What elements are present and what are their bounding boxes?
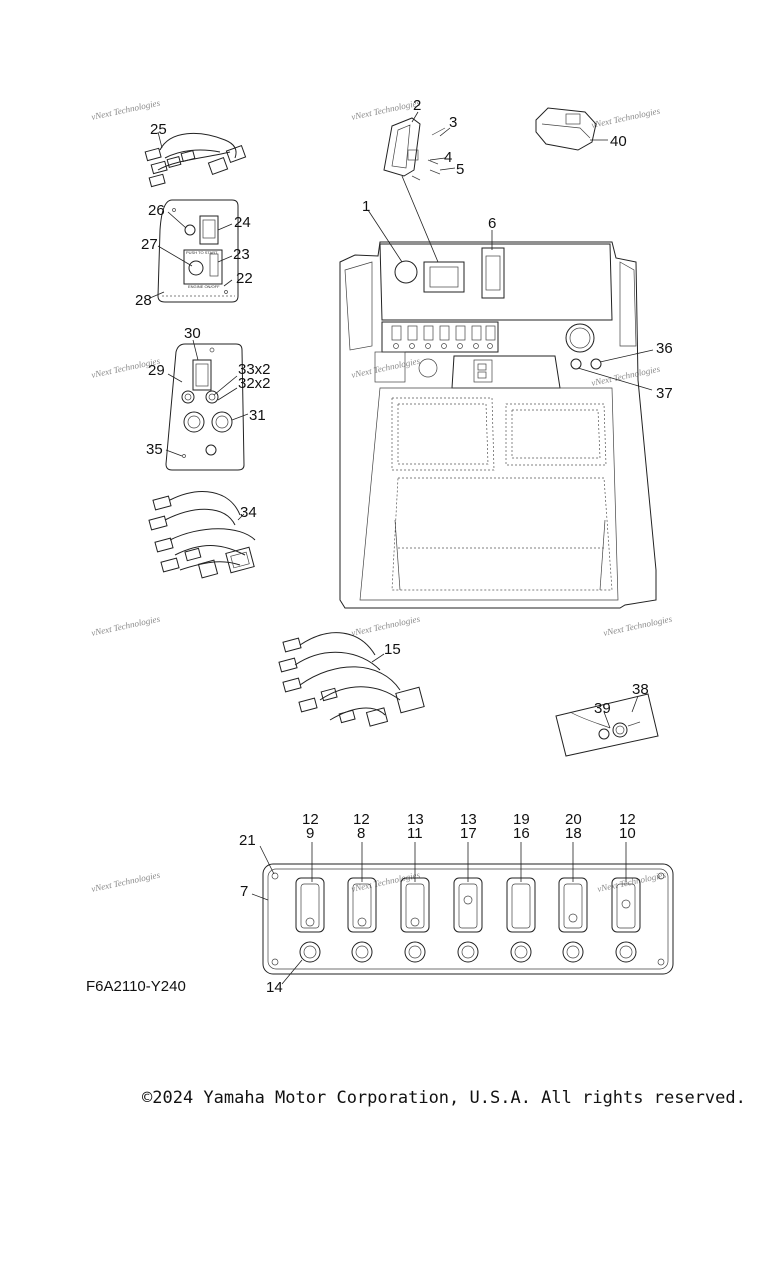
left-switch-panel-drawing: PUSH TO START ENGINE ON/OFF	[157, 199, 239, 303]
callout-5: 5	[456, 161, 464, 178]
callout-38: 38	[632, 681, 649, 698]
callout-13-a: 13	[407, 811, 424, 828]
callout-6: 6	[488, 215, 496, 232]
copyright-notice: ©2024 Yamaha Motor Corporation, U.S.A. A…	[142, 1088, 746, 1108]
harness-34-drawing	[148, 491, 256, 579]
callout-21: 21	[239, 832, 256, 849]
harness-15-drawing	[278, 632, 425, 727]
callout-12-c: 12	[619, 811, 636, 828]
callout-32x2: 32x2	[238, 375, 271, 392]
callout-9: 9	[306, 825, 314, 842]
callout-25: 25	[150, 121, 167, 138]
callout-28: 28	[135, 292, 152, 309]
watermark-text: vNext Technologies	[350, 614, 421, 638]
watermark-text: vNext Technologies	[590, 106, 661, 130]
callout-30: 30	[184, 325, 201, 342]
callout-2: 2	[413, 97, 421, 114]
callout-16: 16	[513, 825, 530, 842]
panel-text-push-to-start: PUSH TO START	[186, 250, 218, 255]
callout-4: 4	[444, 149, 452, 166]
watermark-text: vNext Technologies	[350, 870, 421, 894]
callout-26: 26	[148, 202, 165, 219]
left-lower-panel-drawing	[165, 343, 245, 471]
watermark-text: vNext Technologies	[90, 870, 161, 894]
callout-18: 18	[565, 825, 582, 842]
rocker-switches	[295, 877, 641, 933]
diagram-code: F6A2110-Y240	[86, 978, 186, 995]
callout-31: 31	[249, 407, 266, 424]
callout-12-b: 12	[353, 811, 370, 828]
callout-14: 14	[266, 979, 283, 996]
callout-labels: 1 2 3 4 5 6 7 8 9 10 11 12 12 12 13 13 1…	[135, 97, 673, 996]
callout-33x2: 33x2	[238, 361, 271, 378]
callout-39: 39	[594, 700, 611, 717]
callout-35: 35	[146, 441, 163, 458]
part-40-drawing	[535, 107, 597, 151]
callout-10: 10	[619, 825, 636, 842]
panel-text-engine: ENGINE ON/OFF	[188, 284, 220, 289]
callout-3: 3	[449, 114, 457, 131]
callout-29: 29	[148, 362, 165, 379]
callout-27: 27	[141, 236, 158, 253]
callout-23: 23	[233, 246, 250, 263]
watermark-text: vNext Technologies	[590, 364, 661, 388]
callout-7: 7	[240, 883, 248, 900]
callout-22: 22	[236, 270, 253, 287]
watermark-text: vNext Technologies	[596, 870, 667, 894]
cover-bracket-drawing	[383, 117, 446, 181]
harness-25-drawing	[144, 132, 247, 188]
callout-19: 19	[513, 811, 530, 828]
dashboard-main-drawing	[339, 241, 657, 609]
callout-37: 37	[656, 385, 673, 402]
callout-13-b: 13	[460, 811, 477, 828]
watermark-text: vNext Technologies	[90, 614, 161, 638]
callout-20: 20	[565, 811, 582, 828]
callout-24: 24	[234, 214, 251, 231]
callout-17: 17	[460, 825, 477, 842]
callout-12-a: 12	[302, 811, 319, 828]
callout-34: 34	[240, 504, 257, 521]
callout-8: 8	[357, 825, 365, 842]
callout-40: 40	[610, 133, 627, 150]
watermarks: vNext Technologies vNext Technologies vN…	[90, 98, 673, 894]
key-switch-drawing	[555, 693, 659, 757]
watermark-text: vNext Technologies	[602, 614, 673, 638]
callout-15: 15	[384, 641, 401, 658]
watermark-text: vNext Technologies	[90, 98, 161, 122]
leader-lines	[149, 111, 654, 985]
watermark-text: vNext Technologies	[350, 356, 421, 380]
indicator-lights	[299, 941, 637, 963]
callout-1: 1	[362, 198, 370, 215]
callout-11: 11	[407, 825, 423, 842]
callout-36: 36	[656, 340, 673, 357]
